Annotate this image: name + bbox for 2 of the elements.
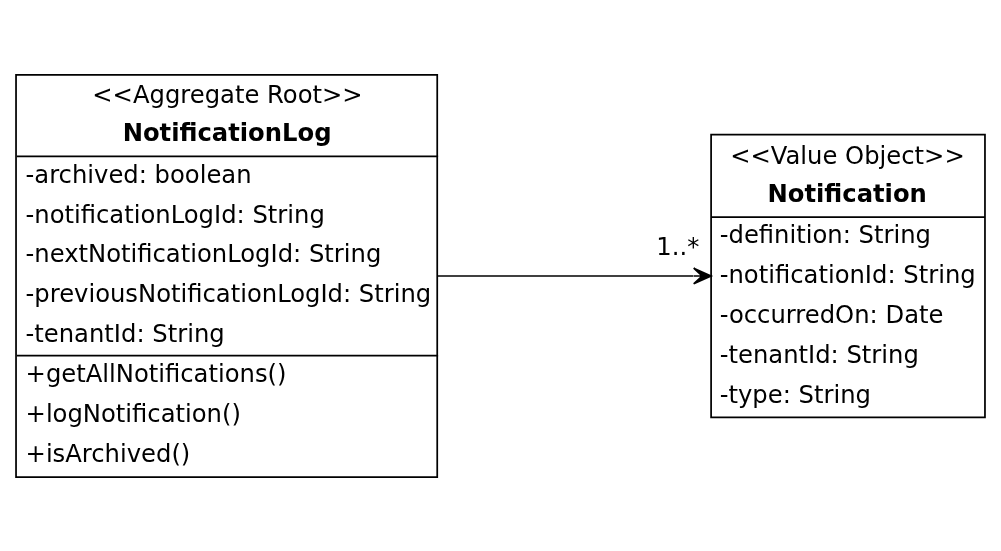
arrow xyxy=(436,266,712,285)
edge-label: 1..* xyxy=(656,231,700,261)
